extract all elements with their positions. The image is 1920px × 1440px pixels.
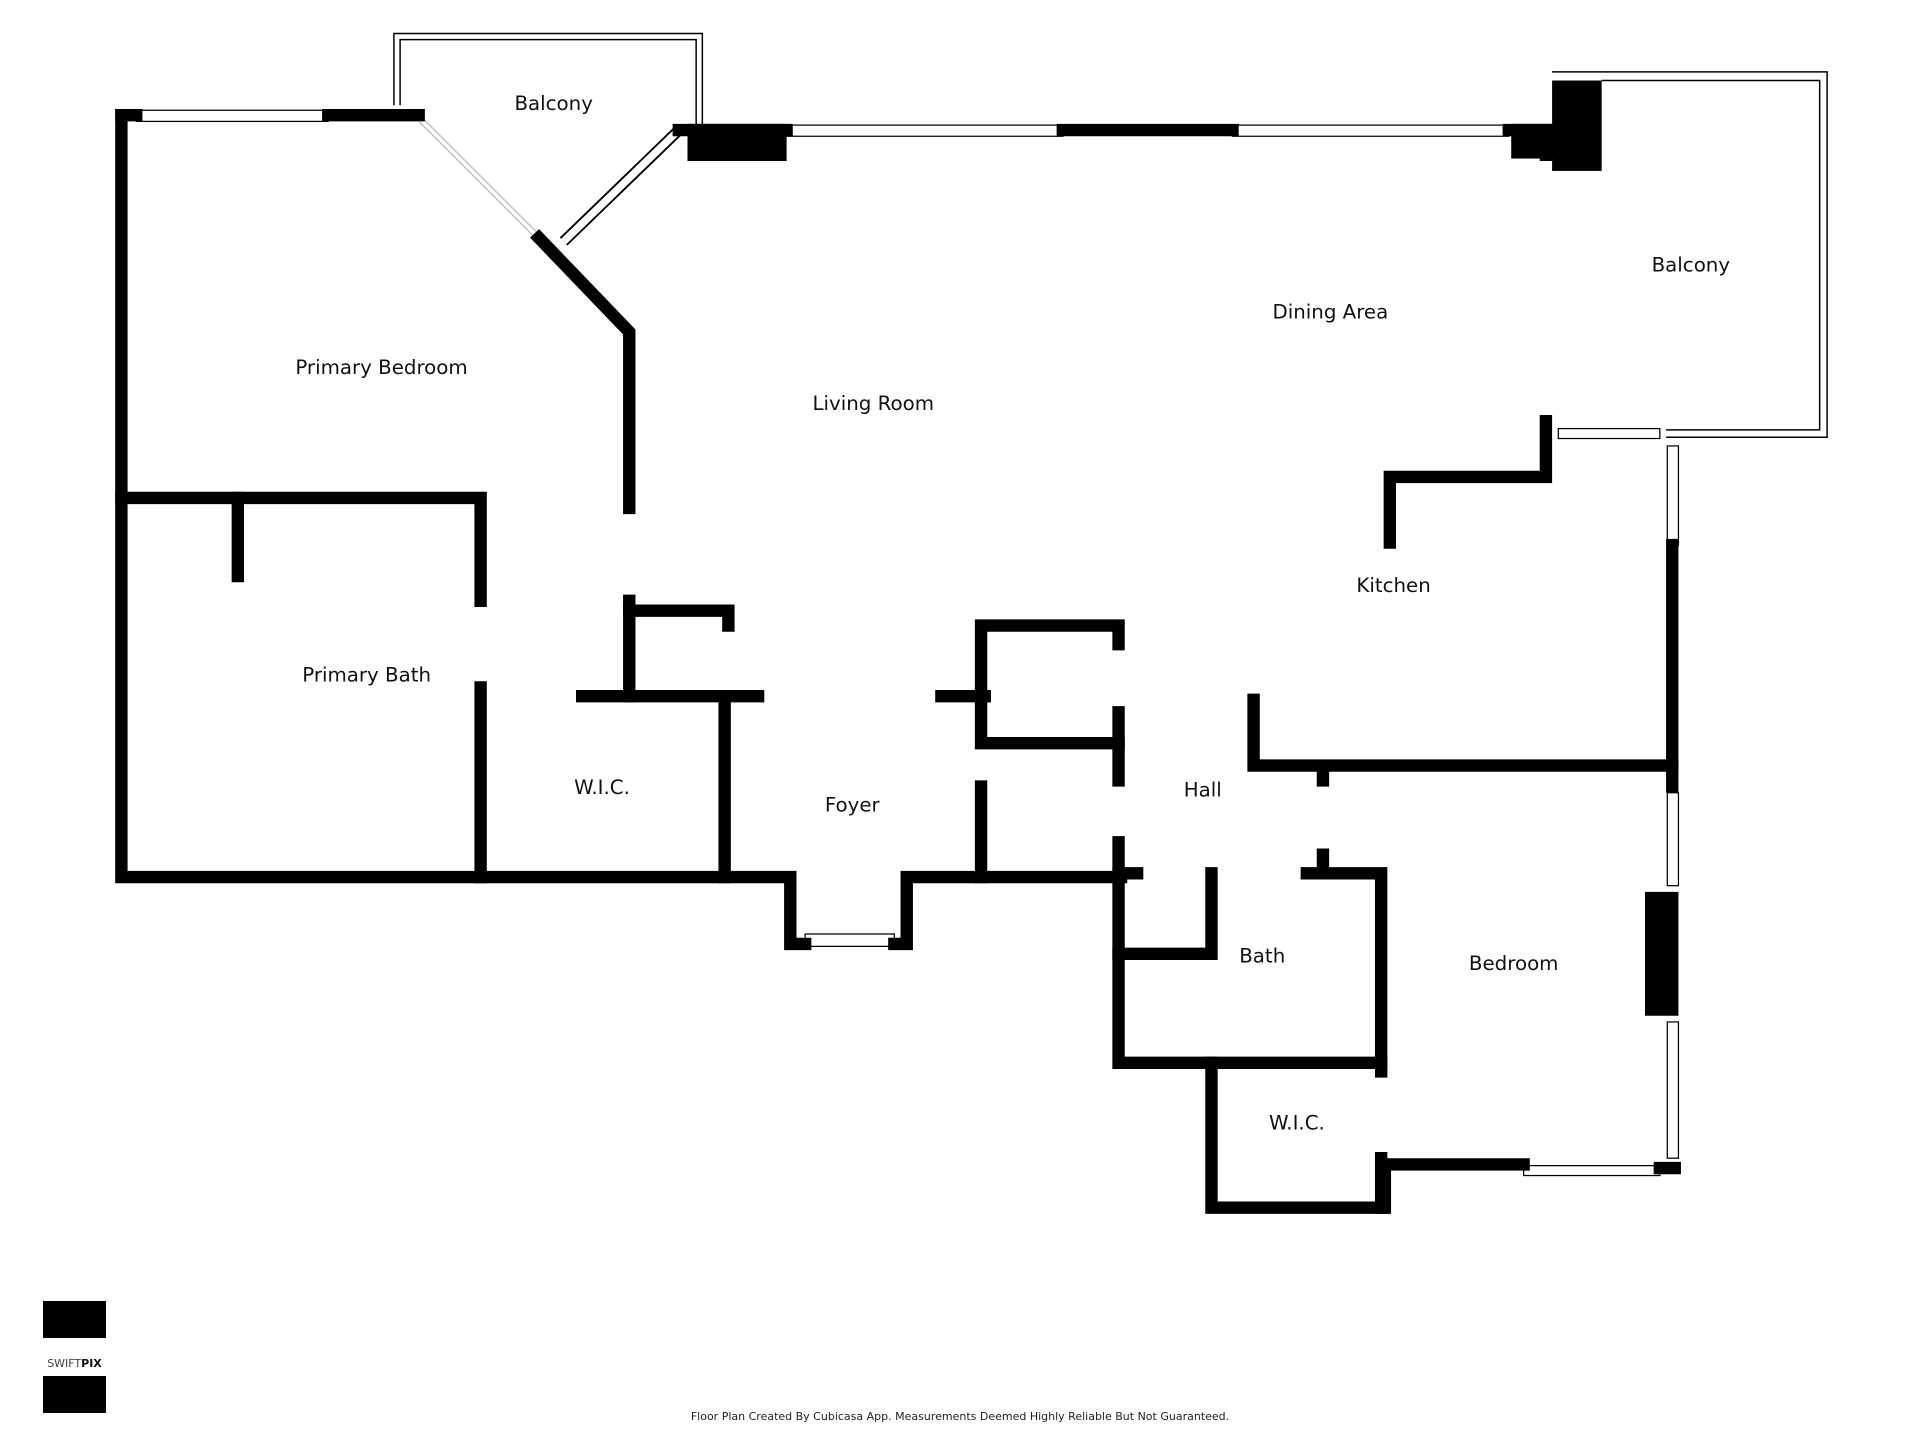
logo-text-bold: PIX [81, 1357, 102, 1370]
logo-text: SWIFTPIX [43, 1357, 106, 1370]
balcony-left-outline [393, 32, 704, 131]
logo-block-bottom [43, 1376, 106, 1413]
walls [115, 80, 1681, 1214]
room-label-foyer: Foyer [825, 793, 881, 816]
room-label-balcony-left: Balcony [514, 92, 593, 115]
room-label-balcony-right: Balcony [1652, 253, 1731, 276]
room-label-hall: Hall [1184, 778, 1222, 801]
logo-block-top [43, 1301, 106, 1338]
room-label-bath: Bath [1239, 944, 1285, 967]
balcony-right-outline [1552, 71, 1828, 439]
room-label-living-room: Living Room [813, 392, 935, 415]
room-label-bedroom: Bedroom [1469, 952, 1559, 975]
room-label-wic-bedroom: W.I.C. [1269, 1112, 1325, 1135]
room-label-dining-area: Dining Area [1272, 300, 1388, 323]
swiftpix-logo: SWIFTPIX [43, 1301, 106, 1413]
windows [135, 109, 1680, 1177]
room-label-wic-primary: W.I.C. [574, 776, 630, 799]
footer-disclaimer: Floor Plan Created By Cubicasa App. Meas… [690, 1410, 1230, 1423]
room-label-primary-bath: Primary Bath [302, 663, 431, 686]
logo-text-light: SWIFT [47, 1357, 82, 1370]
room-label-primary-bedroom: Primary Bedroom [295, 356, 467, 379]
room-label-kitchen: Kitchen [1356, 574, 1430, 597]
